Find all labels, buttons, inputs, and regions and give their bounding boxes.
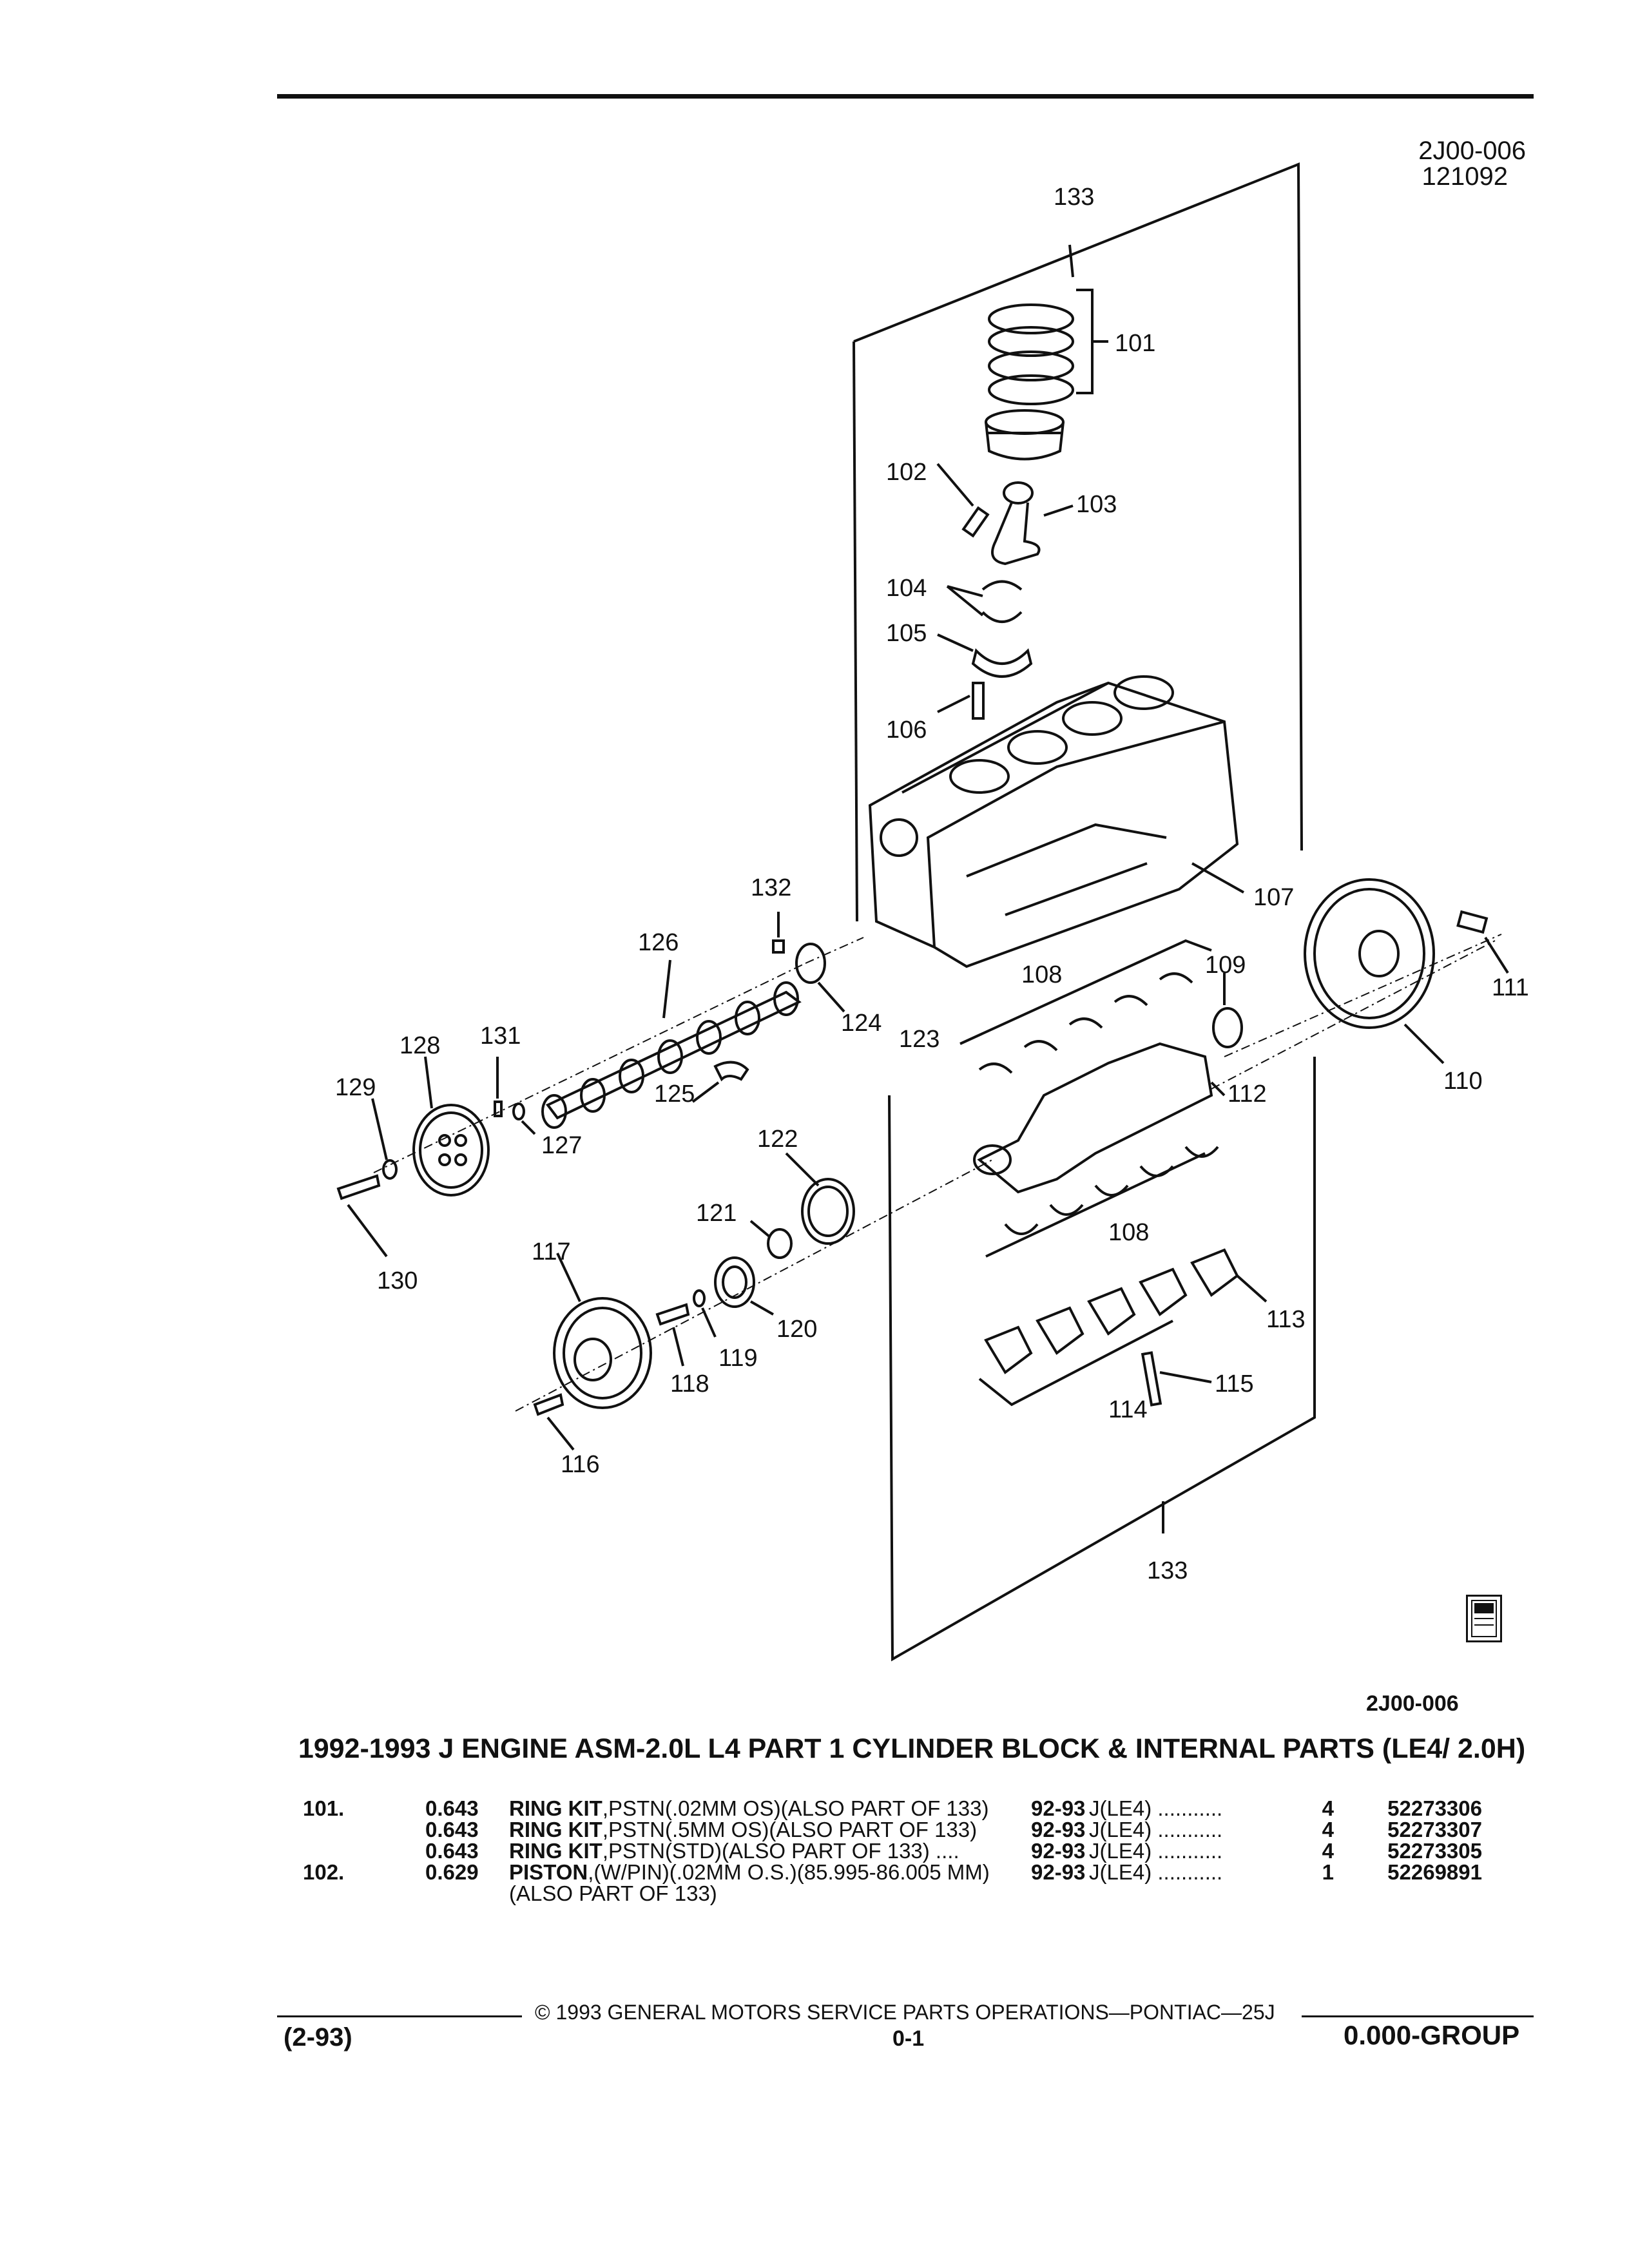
reference-code: 2J00-006	[1418, 137, 1526, 165]
model-code: J(LE4) ...........	[1089, 1839, 1223, 1863]
table-row: 102. 0.629 PISTON,(W/PIN)(.02MM O.S.)(85…	[303, 1861, 1482, 1904]
date-code: (2-93)	[284, 2023, 352, 2052]
callout-110: 110	[1443, 1068, 1483, 1095]
gm-spo-logo	[1466, 1595, 1502, 1642]
item-number	[303, 1819, 425, 1840]
exploded-parts-diagram: 133 101 102 103 104 105 106 107 132 126 …	[335, 162, 1529, 1662]
footer-rule-right	[1302, 2015, 1534, 2017]
quantity: 4	[1322, 1839, 1334, 1863]
callout-106: 106	[886, 716, 927, 744]
callout-102: 102	[886, 459, 927, 486]
callout-107: 107	[1253, 884, 1294, 911]
header-rule	[277, 94, 1534, 99]
callout-132: 132	[751, 874, 791, 901]
callout-103: 103	[1076, 491, 1117, 518]
cylinder-block	[868, 681, 1239, 968]
callout-133-bottom: 133	[1147, 1557, 1188, 1584]
model-code: J(LE4) ...........	[1089, 1818, 1223, 1841]
part-detail: ,PSTN(STD)(ALSO PART OF 133) ....	[602, 1839, 959, 1863]
part-name: RING KIT	[509, 1839, 602, 1863]
item-number: 101.	[303, 1796, 345, 1820]
table-row: 0.643 RING KIT,PSTN(STD)(ALSO PART OF 13…	[303, 1840, 1482, 1861]
part-detail: ,PSTN(.5MM OS)(ALSO PART OF 133)	[602, 1818, 978, 1841]
callout-130: 130	[377, 1267, 418, 1294]
group-code: 0.000-GROUP	[1344, 2020, 1520, 2050]
illustration-number: 0.643	[425, 1839, 479, 1863]
part-description: RING KIT,PSTN(.5MM OS)(ALSO PART OF 133)	[509, 1819, 1031, 1840]
model-years: 92-93	[1031, 1796, 1086, 1820]
callout-123: 123	[899, 1026, 940, 1053]
assembly-frame-upper	[853, 162, 1303, 851]
callout-120: 120	[776, 1316, 817, 1343]
page-title: 1992-1993 J ENGINE ASM-2.0L L4 PART 1 CY…	[298, 1733, 1526, 1764]
model-years: 92-93	[1031, 1839, 1086, 1863]
callout-122: 122	[757, 1126, 798, 1153]
callout-109: 109	[1205, 952, 1246, 979]
figure-id: 2J00-006	[1366, 1691, 1459, 1716]
callout-108-top: 108	[1021, 961, 1062, 988]
illustration-number: 0.629	[425, 1860, 479, 1884]
callout-116: 116	[561, 1451, 600, 1478]
parts-table: 101. 0.643 RING KIT,PSTN(.02MM OS)(ALSO …	[303, 1798, 1482, 1904]
part-detail: ,(W/PIN)(.02MM O.S.)(85.995-86.005 MM)(A…	[509, 1860, 990, 1905]
copyright-notice: © 1993 GENERAL MOTORS SERVICE PARTS OPER…	[535, 2001, 1275, 2024]
part-description: PISTON,(W/PIN)(.02MM O.S.)(85.995-86.005…	[509, 1861, 1031, 1904]
callout-117: 117	[532, 1238, 571, 1265]
part-name: RING KIT	[509, 1818, 602, 1841]
callout-104: 104	[886, 575, 927, 602]
callout-133-top: 133	[1054, 184, 1094, 211]
callout-125: 125	[654, 1081, 695, 1108]
callout-124: 124	[841, 1010, 882, 1037]
quantity: 4	[1322, 1796, 1334, 1820]
part-name: PISTON	[509, 1860, 588, 1884]
model-code: J(LE4) ...........	[1089, 1860, 1223, 1884]
callout-127: 127	[541, 1132, 582, 1159]
quantity: 1	[1322, 1860, 1334, 1884]
callout-126: 126	[638, 929, 679, 956]
callout-labels: 133 101 102 103 104 105 106 107 132 126 …	[335, 184, 1529, 1584]
model-years: 92-93	[1031, 1860, 1086, 1884]
camshaft	[545, 990, 802, 1120]
part-number: 52273305	[1387, 1839, 1482, 1863]
callout-129: 129	[335, 1074, 376, 1101]
illustration-number: 0.643	[425, 1796, 479, 1820]
part-number: 52273306	[1387, 1796, 1482, 1820]
callout-118: 118	[670, 1370, 709, 1398]
callout-111: 111	[1492, 974, 1529, 1001]
part-number: 52273307	[1387, 1818, 1482, 1841]
model-code: J(LE4) ...........	[1089, 1796, 1223, 1820]
harmonic-balancer	[553, 1297, 652, 1409]
callout-105: 105	[886, 620, 927, 647]
cam-sprocket	[412, 1104, 490, 1196]
page-number: 0-1	[892, 2026, 925, 2051]
footer-rule-left	[277, 2015, 522, 2017]
table-row: 0.643 RING KIT,PSTN(.5MM OS)(ALSO PART O…	[303, 1819, 1482, 1840]
part-detail: ,PSTN(.02MM OS)(ALSO PART OF 133)	[602, 1796, 989, 1820]
table-row: 101. 0.643 RING KIT,PSTN(.02MM OS)(ALSO …	[303, 1798, 1482, 1819]
quantity: 4	[1322, 1818, 1334, 1841]
callout-114: 114	[1108, 1396, 1148, 1423]
item-number: 102.	[303, 1860, 345, 1884]
callout-115: 115	[1215, 1370, 1254, 1398]
callout-108-bottom: 108	[1108, 1219, 1149, 1246]
callout-121: 121	[696, 1200, 737, 1227]
callout-101: 101	[1115, 330, 1155, 357]
reference-date: 121092	[1422, 162, 1508, 191]
part-description: RING KIT,PSTN(.02MM OS)(ALSO PART OF 133…	[509, 1798, 1031, 1819]
model-years: 92-93	[1031, 1818, 1086, 1841]
callout-113: 113	[1266, 1306, 1306, 1333]
part-number: 52269891	[1387, 1860, 1482, 1884]
part-description: RING KIT,PSTN(STD)(ALSO PART OF 133) ...…	[509, 1840, 1031, 1861]
callout-128: 128	[400, 1032, 440, 1059]
crankshaft	[977, 1042, 1213, 1194]
assembly-frame-lower	[888, 1057, 1316, 1662]
part-name: RING KIT	[509, 1796, 602, 1820]
illustration-number: 0.643	[425, 1818, 479, 1841]
flywheel	[1304, 878, 1435, 1029]
callout-112: 112	[1228, 1081, 1267, 1108]
item-number	[303, 1840, 425, 1861]
callout-119: 119	[718, 1345, 758, 1372]
callout-131: 131	[480, 1023, 521, 1050]
gm-spo-logo-icon	[1471, 1600, 1497, 1637]
